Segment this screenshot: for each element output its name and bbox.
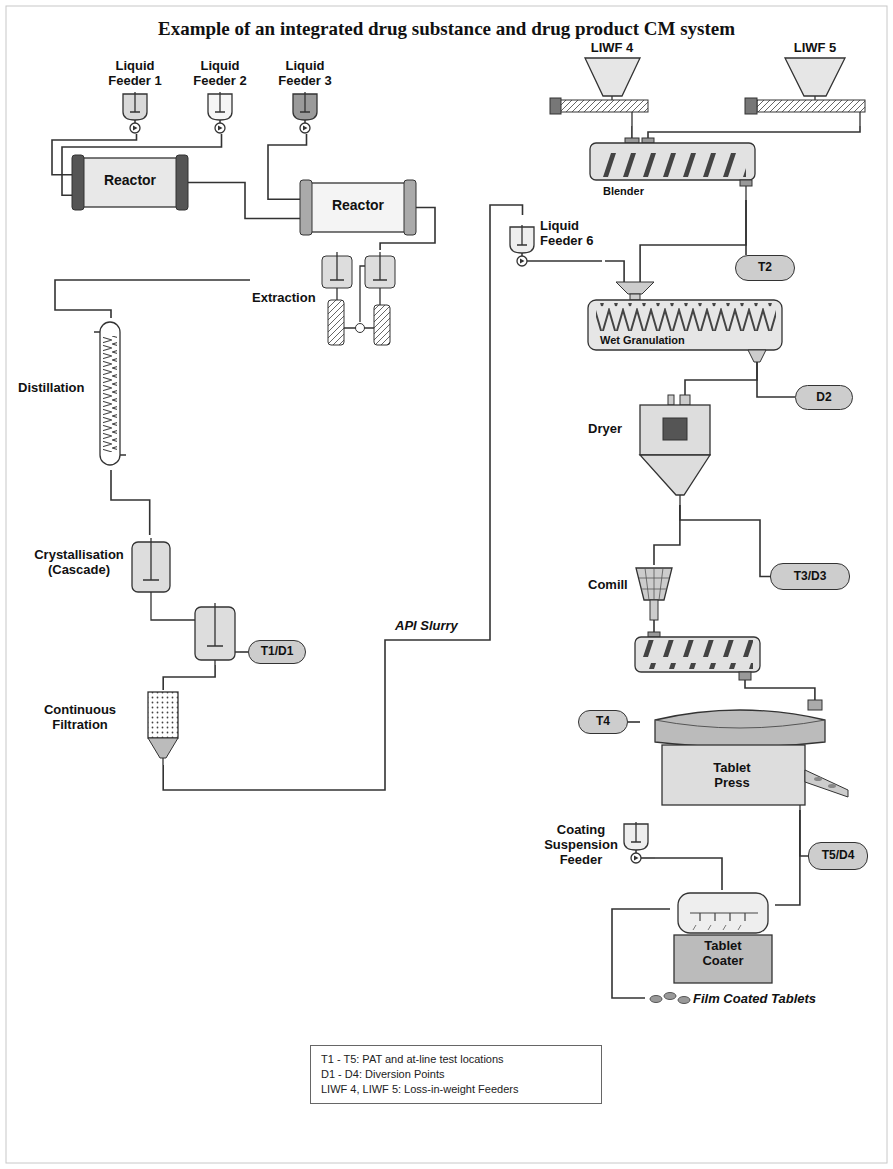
equipment-label: Extraction xyxy=(252,290,324,305)
process-line xyxy=(757,362,795,397)
equipment-label: Film Coated Tablets xyxy=(693,991,848,1006)
process-line xyxy=(163,205,522,790)
process-line xyxy=(648,126,860,138)
test-point: T2 xyxy=(735,255,795,281)
equipment-label: Distillation xyxy=(18,380,102,395)
equipment-label: Liquid Feeder 3 xyxy=(270,58,340,88)
process-line xyxy=(655,858,722,890)
tablet-coater: Tablet Coater xyxy=(670,890,775,985)
liquid-feeder: Liquid Feeder 6 xyxy=(505,215,605,285)
liquid-feeder: Coating Suspension Feeder xyxy=(540,820,655,892)
equipment-label: Reactor xyxy=(92,173,168,188)
loss-in-weight-feeder: LIWF 4 xyxy=(550,38,655,126)
diversion-point: D2 xyxy=(795,385,853,410)
diagram-title: Example of an integrated drug substance … xyxy=(0,18,893,40)
equipment-label: Dryer xyxy=(588,421,640,436)
tablet-press: Tablet Press xyxy=(640,700,835,810)
blender: Blender xyxy=(585,138,760,200)
process-line xyxy=(685,362,757,395)
equipment-label: Comill xyxy=(588,577,636,592)
equipment-label: Tablet Press xyxy=(700,760,764,790)
process-line xyxy=(631,126,633,138)
filter: Continuous Filtration xyxy=(25,690,182,765)
reactor: Reactor xyxy=(300,180,416,235)
equipment-label: Continuous Filtration xyxy=(25,702,135,732)
process-line xyxy=(800,810,808,856)
dryer: Dryer xyxy=(585,395,715,505)
crystalliser: Crystallisation (Cascade) xyxy=(25,535,240,665)
extraction-unit: Extraction xyxy=(250,250,400,350)
test-point-label: T5/D4 xyxy=(809,843,867,868)
process-line xyxy=(605,261,624,282)
process-line xyxy=(680,505,770,577)
equipment-label: Liquid Feeder 2 xyxy=(185,58,255,88)
test-point: T3/D3 xyxy=(770,563,850,590)
test-point: T1/D1 xyxy=(248,640,306,664)
product-output: Film Coated Tablets xyxy=(645,988,850,1010)
equipment-label: Blender xyxy=(603,184,673,199)
test-point: T5/D4 xyxy=(808,842,868,870)
equipment-label: Coating Suspension Feeder xyxy=(540,822,622,867)
test-point-label: T2 xyxy=(736,256,794,279)
reactor: Reactor xyxy=(72,155,188,210)
distillation-column: Distillation xyxy=(15,318,128,470)
legend-note: T1 - T5: PAT and at-line test locations xyxy=(321,1052,591,1067)
test-point-label: T3/D3 xyxy=(771,564,849,588)
process-line xyxy=(640,200,746,282)
test-point: T4 xyxy=(578,710,628,734)
process-line xyxy=(612,909,670,998)
equipment-label: LIWF 4 xyxy=(580,40,644,55)
equipment-label: Tablet Coater xyxy=(692,938,754,968)
wet-granulator: Wet Granulation xyxy=(580,282,790,362)
equipment-label: Reactor xyxy=(320,198,396,213)
process-line xyxy=(775,810,800,905)
test-point-label: T4 xyxy=(579,711,627,732)
equipment-label: Liquid Feeder 1 xyxy=(100,58,170,88)
equipment-label: LIWF 5 xyxy=(785,40,845,55)
legend-box: T1 - T5: PAT and at-line test locationsD… xyxy=(310,1045,602,1104)
equipment-label: Wet Granulation xyxy=(600,333,730,348)
legend-note: LIWF 4, LIWF 5: Loss-in-weight Feeders xyxy=(321,1082,591,1097)
process-line xyxy=(654,505,680,565)
process-line xyxy=(163,665,215,690)
liquid-feeder: Liquid Feeder 3 xyxy=(270,58,343,134)
liquid-feeder: Liquid Feeder 2 xyxy=(185,58,258,134)
loss-in-weight-feeder: LIWF 5 xyxy=(745,38,870,126)
process-line xyxy=(240,651,248,653)
equipment-label: Crystallisation (Cascade) xyxy=(25,547,133,577)
test-point-label: D2 xyxy=(796,386,852,408)
equipment-label: Liquid Feeder 6 xyxy=(540,218,602,248)
process-line xyxy=(188,183,300,219)
process-line xyxy=(111,470,150,535)
process-line xyxy=(55,280,250,318)
test-point-label: T1/D1 xyxy=(249,641,305,662)
liquid-feeder: Liquid Feeder 1 xyxy=(100,58,173,134)
edge-label: API Slurry xyxy=(393,618,460,633)
legend-note: D1 - D4: Diversion Points xyxy=(321,1067,591,1082)
comill: Comill xyxy=(585,565,675,620)
process-line xyxy=(628,721,640,723)
